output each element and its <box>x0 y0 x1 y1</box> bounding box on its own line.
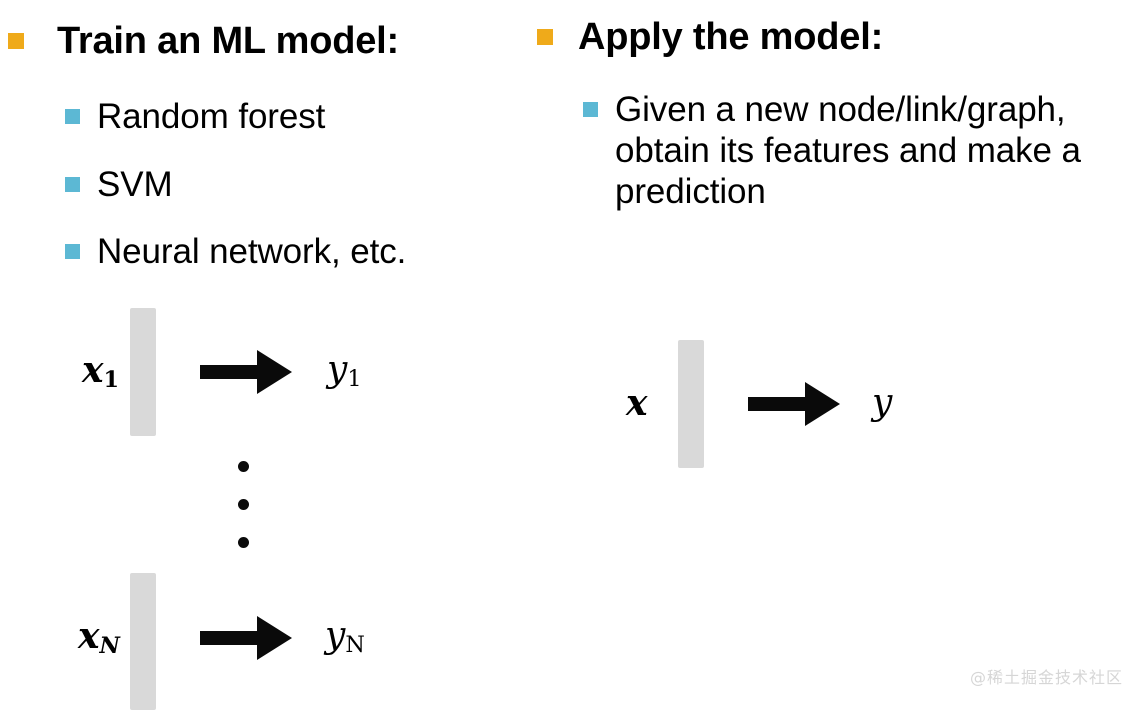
right-sub-bullet-label: Given a new node/link/graph, obtain its … <box>615 90 1081 211</box>
right-diagram-feature-bar <box>678 340 704 468</box>
bullet-square-orange-icon <box>537 29 553 45</box>
right-arrow-icon <box>200 350 292 394</box>
left-diagram-output-label-1: y1 <box>327 349 362 392</box>
ellipsis-dot <box>238 499 249 510</box>
left-sub-bullet-neural-network: Neural network, etc. <box>65 232 406 273</box>
right-diagram-output-label: y <box>872 382 893 423</box>
subscript-1: 1 <box>347 365 362 392</box>
left-diagram-output-label-n: yN <box>325 615 365 658</box>
left-sub-bullet-random-forest: Random forest <box>65 97 325 138</box>
right-sub-bullet-given-a-new: Given a new node/link/graph, obtain its … <box>583 90 1135 213</box>
left-sub-bullet-label: SVM <box>97 165 173 204</box>
right-arrow-icon <box>748 382 840 426</box>
left-diagram-feature-bar-n <box>130 573 156 710</box>
left-diagram-input-label-1: x1 <box>82 349 119 393</box>
left-diagram-feature-bar-1 <box>130 308 156 436</box>
right-column-heading: Apply the model: <box>578 16 884 58</box>
bullet-square-orange-icon <box>8 33 24 49</box>
subscript-n: N <box>99 632 120 659</box>
bullet-square-blue-icon <box>65 109 80 124</box>
subscript-n: N <box>345 631 365 658</box>
right-heading-bullet-row: Apply the model: <box>537 18 883 56</box>
ellipsis-dot <box>238 461 249 472</box>
left-sub-bullet-label: Random forest <box>97 97 326 136</box>
right-diagram-input-label: x <box>626 382 648 424</box>
left-sub-bullet-svm: SVM <box>65 165 173 206</box>
left-column-heading: Train an ML model: <box>57 20 399 62</box>
watermark: @稀土掘金技术社区 <box>969 668 1123 687</box>
bullet-square-blue-icon <box>583 102 598 117</box>
subscript-1: 1 <box>103 366 119 393</box>
right-arrow-icon <box>200 616 292 660</box>
bullet-square-blue-icon <box>65 244 80 259</box>
left-diagram-input-label-n: xN <box>78 615 120 659</box>
ellipsis-dot <box>238 537 249 548</box>
left-heading-bullet-row: Train an ML model: <box>8 22 399 60</box>
bullet-square-blue-icon <box>65 177 80 192</box>
left-sub-bullet-label: Neural network, etc. <box>97 232 407 271</box>
